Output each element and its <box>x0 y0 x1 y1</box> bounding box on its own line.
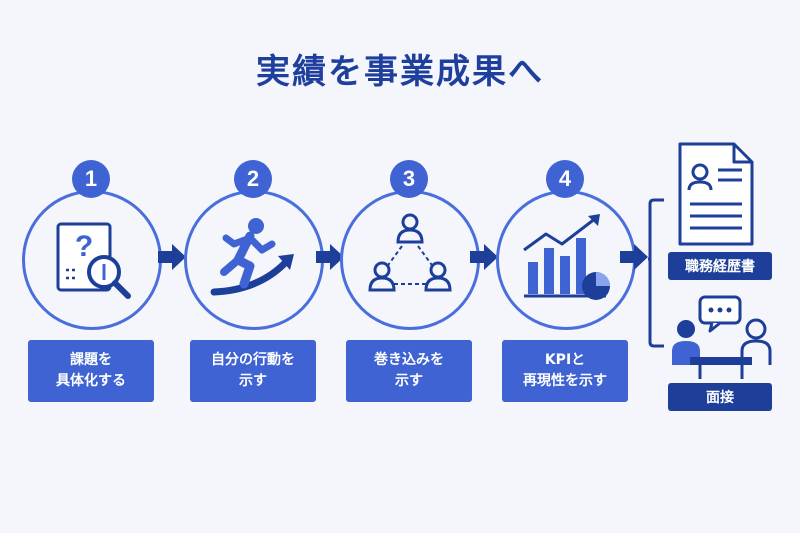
resume-label: 職務経歴書 <box>668 252 772 280</box>
step-label: 巻き込みを 示す <box>346 340 472 402</box>
growth-chart-icon <box>523 214 610 300</box>
step-number: 4 <box>546 160 584 198</box>
interview-label: 面接 <box>668 383 772 411</box>
running-person-icon <box>210 218 294 296</box>
resume-document-icon <box>678 142 754 246</box>
arrow-right-icon <box>316 244 344 270</box>
arrow-right-icon <box>470 244 498 270</box>
step-1: 1 ? 課題を 具体化する <box>22 160 162 410</box>
step-number: 1 <box>72 160 110 198</box>
step-ring <box>184 190 324 330</box>
svg-text:?: ? <box>75 230 93 263</box>
branch-bracket <box>648 198 664 348</box>
step-3: 3 巻き込みを 示す <box>340 160 480 410</box>
people-network-icon <box>368 213 452 292</box>
question-magnifier-icon: ? <box>56 222 131 299</box>
interview-icon <box>672 295 772 379</box>
step-ring <box>340 190 480 330</box>
step-number: 3 <box>390 160 428 198</box>
step-label: KPIと 再現性を示す <box>502 340 628 402</box>
arrow-right-icon <box>620 244 648 270</box>
page-title: 実績を事業成果へ <box>256 52 544 92</box>
arrow-right-icon <box>158 244 186 270</box>
step-label: 自分の行動を 示す <box>190 340 316 402</box>
step-2: 2 自分の行動を 示す <box>184 160 324 410</box>
step-4: 4 KPIと 再現性を示す <box>496 160 636 410</box>
step-number: 2 <box>234 160 272 198</box>
step-label: 課題を 具体化する <box>28 340 154 402</box>
